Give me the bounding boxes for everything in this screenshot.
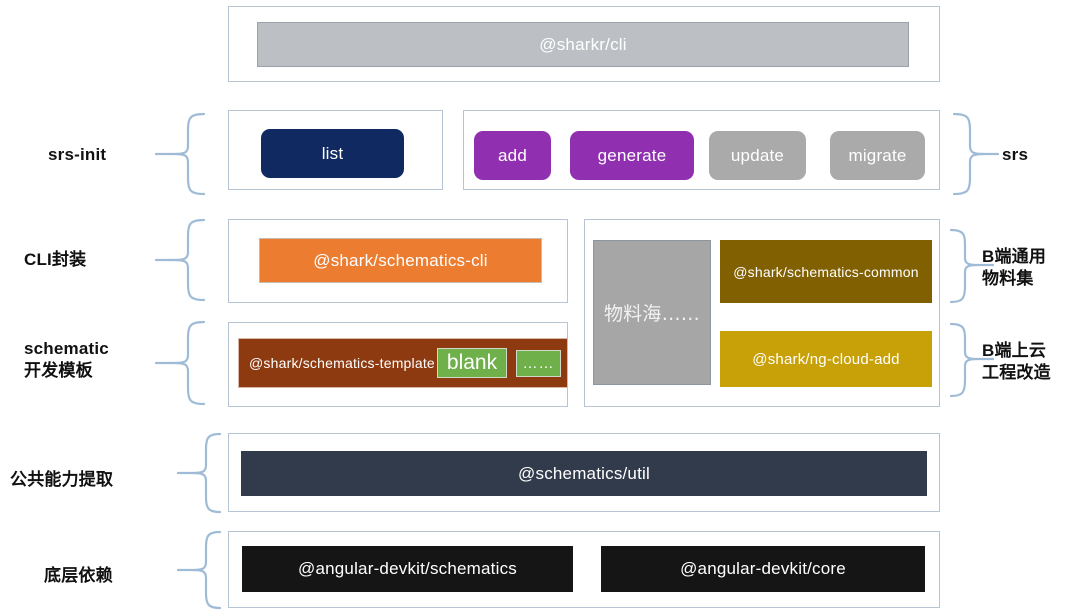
brace-cli-wrap [138,218,208,302]
chip-blank-label: blank [446,351,498,374]
brace-common-ability [160,432,224,514]
block-schematics-util[interactable]: @schematics/util [241,451,927,496]
brace-b-cloud [945,322,997,398]
block-schematics-common-label: @shark/schematics-common [733,263,919,280]
label-srs-init: srs-init [48,130,168,180]
chip-ellipsis-label: …… [522,355,555,372]
block-schematics-cli[interactable]: @shark/schematics-cli [259,238,542,283]
label-common-ability: 公共能力提取 [10,455,170,505]
button-add[interactable]: add [474,131,551,180]
label-base-deps: 底层依赖 [44,553,184,599]
block-devkit-schematics[interactable]: @angular-devkit/schematics [242,546,573,592]
block-material-sea[interactable]: 物料海…… [593,240,711,385]
label-schematic-line2: 开发模板 [24,361,93,380]
block-ng-cloud-add-label: @shark/ng-cloud-add [752,350,900,368]
brace-srs-init [138,112,208,196]
label-b-common-line1: B端通用 [982,247,1047,267]
brace-srs [950,112,1002,196]
block-schematics-common[interactable]: @shark/schematics-common [720,240,932,303]
block-schematics-template[interactable]: @shark/schematics-template [238,338,568,388]
brace-b-common [945,228,997,304]
block-devkit-schematics-label: @angular-devkit/schematics [298,559,517,578]
label-b-cloud: B端上云 工程改造 [982,334,1080,390]
button-add-label: add [498,145,527,165]
block-devkit-core-label: @angular-devkit/core [680,559,846,578]
button-migrate[interactable]: migrate [830,131,925,180]
label-schematic-line1: schematic [24,339,109,359]
label-b-common: B端通用 物料集 [982,240,1080,296]
block-schematics-util-label: @schematics/util [518,463,650,483]
block-material-sea-label: 物料海…… [603,303,700,325]
label-b-cloud-line2: 工程改造 [982,363,1051,382]
chip-blank[interactable]: blank [437,348,507,378]
block-sharkr-cli-label: @sharkr/cli [539,34,627,54]
button-migrate-label: migrate [848,145,907,165]
brace-base-deps [160,530,224,610]
button-generate[interactable]: generate [570,131,694,180]
block-ng-cloud-add[interactable]: @shark/ng-cloud-add [720,331,932,387]
button-update-label: update [730,145,785,165]
button-update[interactable]: update [709,131,806,180]
label-b-cloud-line1: B端上云 [982,341,1047,361]
label-schematic-template: schematic 开发模板 [24,330,174,390]
button-list[interactable]: list [261,129,404,178]
button-generate-label: generate [597,145,667,165]
label-srs-text: srs [1002,145,1029,165]
label-srs: srs [1002,130,1072,180]
block-schematics-template-label: @shark/schematics-template [249,355,435,371]
label-srs-init-text: srs-init [48,145,107,165]
label-b-common-line2: 物料集 [982,269,1034,288]
chip-ellipsis[interactable]: …… [516,350,561,377]
block-sharkr-cli[interactable]: @sharkr/cli [257,22,909,67]
block-schematics-cli-label: @shark/schematics-cli [313,250,488,270]
block-devkit-core[interactable]: @angular-devkit/core [601,546,925,592]
label-cli-wrap-text: CLI封装 [24,250,87,270]
label-common-ability-text: 公共能力提取 [10,470,114,490]
label-base-deps-text: 底层依赖 [44,566,113,586]
button-list-label: list [321,143,344,163]
brace-schematic-template [138,320,208,406]
label-cli-wrap: CLI封装 [24,235,154,285]
